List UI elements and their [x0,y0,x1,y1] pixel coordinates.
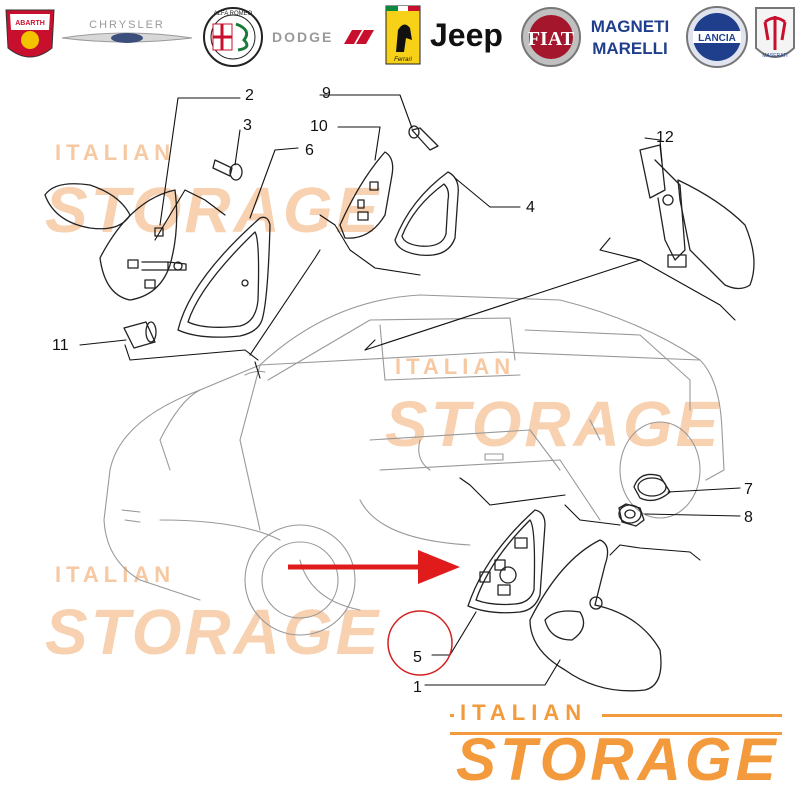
ferrari-label: Ferrari [394,57,412,63]
watermark-bottom-big: STORAGE [45,596,381,668]
part-11-cap [123,321,157,349]
alfa-romeo-logo: ALFA ROMEO [203,7,263,67]
callout-10: 10 [310,118,328,135]
callout-9: 9 [322,85,331,102]
dodge-logo: DODGE [272,29,374,45]
footer-logo-small-text: ITALIAN [460,700,588,725]
watermark-top-small: ITALIAN [55,140,175,165]
chrysler-label: CHRYSLER [89,19,165,31]
callout-3: 3 [243,117,252,134]
footer-logo-rule-under [450,732,782,735]
dodge-label: DODGE [272,29,333,45]
watermark-middle-big: STORAGE [385,388,721,460]
part-3-screw [212,159,243,181]
callout-11: 11 [52,337,69,354]
chrysler-logo: CHRYSLER [61,19,193,43]
jeep-logo: Jeep [430,17,503,53]
part-8-bushing [618,503,645,527]
part-12-interior-mirror [639,144,755,290]
magneti-marelli-logo: MAGNETI MARELLI [591,17,669,58]
lancia-label: LANCIA [698,33,736,44]
fiat-logo: FIAT [521,7,581,67]
callout-5: 5 [413,649,422,666]
abarth-label: ABARTH [15,20,45,27]
watermark-bottom: ITALIAN STORAGE [45,562,381,668]
callout-7: 7 [744,481,753,498]
callout-8: 8 [744,509,753,526]
highlight-circle [387,610,453,676]
jeep-label: Jeep [430,17,503,53]
part-6-mirror-glass [177,216,271,338]
part-10-triangle-trim [339,151,394,239]
footer-logo-big-text: STORAGE [456,726,780,793]
marelli-label: MARELLI [592,39,668,58]
alfa-romeo-label: ALFA ROMEO [214,11,253,17]
brand-logos: ABARTH CHRYSLER ALFA ROMEO DODGE [5,5,795,68]
watermark-top: ITALIAN STORAGE [45,140,381,246]
lancia-logo: LANCIA [686,6,748,68]
highlight-annotation [288,550,460,676]
car-outline [103,294,725,636]
fiat-label: FIAT [528,28,575,50]
callout-6: 6 [305,142,314,159]
ferrari-logo: Ferrari [385,5,421,65]
abarth-logo: ABARTH [5,9,55,58]
callout-4: 4 [526,199,535,216]
part-4-seal [394,171,459,257]
brand-logo-bar: ABARTH CHRYSLER ALFA ROMEO DODGE [0,0,800,72]
part-5-mirror-bracket [467,509,546,614]
part-1-right-mirror-shell [529,539,662,692]
maserati-logo: MASERATI [755,7,795,59]
callout-12: 12 [656,129,674,146]
watermark-top-big: STORAGE [45,174,381,246]
callout-numbers: 2 3 6 9 10 4 12 11 7 8 5 1 [52,85,753,696]
callout-2: 2 [245,87,254,104]
maserati-label: MASERATI [762,53,787,59]
part-7-grommet [633,473,671,502]
highlight-arrow-head [418,550,460,584]
watermark-middle-small: ITALIAN [395,354,515,379]
footer-logo-rule-right [602,714,782,717]
part-9-screw [408,125,439,151]
callout-1: 1 [413,679,422,696]
leader-lines [79,94,741,686]
watermark-bottom-small: ITALIAN [55,562,175,587]
italian-storage-logo: ITALIAN STORAGE [450,700,790,796]
footer-logo-rule-left [450,714,454,717]
magneti-label: MAGNETI [591,17,669,36]
watermark-middle: ITALIAN STORAGE [385,354,721,460]
part-2-left-mirror-housing [44,183,187,301]
